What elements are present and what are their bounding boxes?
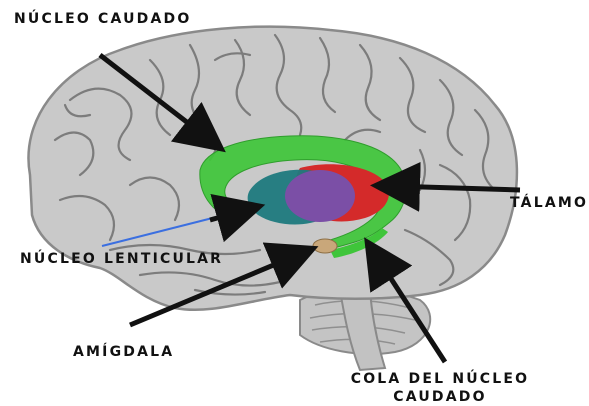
brainstem <box>338 289 387 372</box>
label-cola-line1: COLA DEL NÚCLEO <box>350 371 530 387</box>
caudate-nucleus <box>199 135 407 251</box>
arrow-amigdala <box>129 242 319 328</box>
globus-pallidus <box>285 170 355 222</box>
amygdala <box>312 238 338 254</box>
label-amigdala: AMÍGDALA <box>73 344 175 360</box>
arrow-nucleo-lenticular <box>209 193 266 243</box>
label-cola-del-nucleo-caudado: COLA DEL NÚCLEO CAUDADO <box>350 370 530 406</box>
label-talamo: TÁLAMO <box>510 195 589 211</box>
arrow-nucleo-caudado <box>98 53 226 153</box>
arrow-icon <box>98 53 521 364</box>
label-cola-line2: CAUDADO <box>393 389 487 405</box>
label-nucleo-caudado: NÚCLEO CAUDADO <box>14 11 192 27</box>
arrow-talamo <box>370 161 521 212</box>
label-nucleo-lenticular: NÚCLEO LENTICULAR <box>20 251 224 267</box>
caudate-tail <box>330 228 388 258</box>
arrow-cola-caudado <box>364 237 448 364</box>
